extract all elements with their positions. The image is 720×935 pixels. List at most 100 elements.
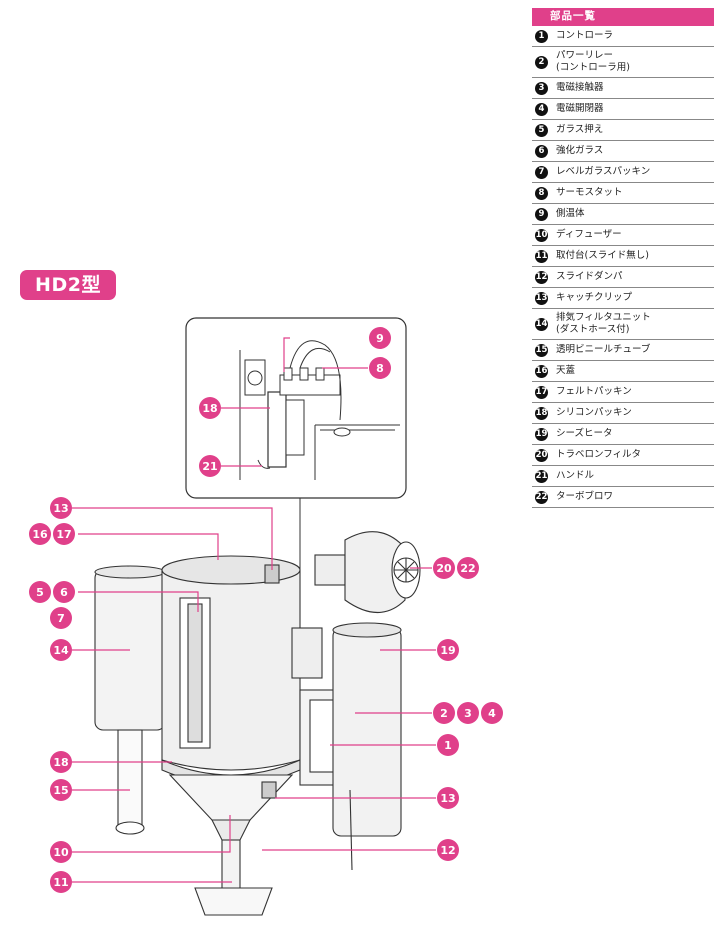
part-number-badge: 10	[535, 228, 548, 242]
svg-text:6: 6	[60, 586, 68, 599]
callout-8: 8	[369, 357, 391, 379]
callout-15: 15	[50, 779, 72, 801]
svg-text:8: 8	[376, 362, 384, 375]
callout-14: 14	[50, 639, 72, 661]
part-label: フェルトパッキン	[556, 386, 632, 398]
part-number-badge: 7	[535, 165, 548, 179]
callout-7: 7	[50, 607, 72, 629]
parts-row: 13 キャッチクリップ	[532, 288, 714, 309]
part-label-main: キャッチクリップ	[556, 292, 633, 303]
part-label-main: フェルトパッキン	[556, 386, 632, 397]
part-label-main: ガラス押え	[556, 124, 604, 135]
part-label-main: スライドダンパ	[556, 271, 623, 282]
callout-21: 21	[199, 455, 221, 477]
part-label: スライドダンパ	[556, 271, 623, 283]
part-number-badge: 1	[535, 29, 548, 43]
callout-20: 20	[433, 557, 455, 579]
part-label-sub: (ダストホース付)	[556, 324, 630, 335]
callout-12: 12	[437, 839, 459, 861]
part-label-main: ハンドル	[556, 470, 595, 481]
part-number-badge: 12	[535, 270, 548, 284]
part-label: 強化ガラス	[556, 145, 603, 157]
part-number-badge: 2	[535, 55, 548, 69]
inset-detail	[185, 317, 407, 499]
parts-row: 11 取付台(スライド無し)	[532, 246, 714, 267]
part-label: ガラス押え	[556, 124, 603, 136]
callout-22: 22	[457, 557, 479, 579]
dryer-machine	[94, 531, 421, 916]
callout-13-bottom: 13	[437, 787, 459, 809]
part-label: トラベロンフィルタ	[556, 449, 641, 461]
part-number-badge: 17	[535, 385, 548, 399]
callout-1: 1	[437, 734, 459, 756]
parts-row: 16 天蓋	[532, 361, 714, 382]
svg-text:11: 11	[53, 876, 68, 889]
callouts: 9 8 18 21 13 16 17 5 6 7 14 18 15 10 11 …	[29, 327, 503, 893]
callout-4: 4	[481, 702, 503, 724]
part-number-badge: 9	[535, 207, 548, 221]
svg-text:18: 18	[53, 756, 68, 769]
model-badge: HD2型	[20, 270, 116, 300]
part-label: レベルガラスパッキン	[556, 166, 650, 178]
part-label: シリコンパッキン	[556, 407, 632, 419]
callout-18: 18	[50, 751, 72, 773]
part-number-badge: 5	[535, 123, 548, 137]
callout-3: 3	[457, 702, 479, 724]
callout-6: 6	[53, 581, 75, 603]
callout-11: 11	[50, 871, 72, 893]
part-label: 天蓋	[556, 365, 575, 377]
part-label: サーモスタット	[556, 187, 623, 199]
parts-row: 20 トラベロンフィルタ	[532, 445, 714, 466]
callout-18-inset: 18	[199, 397, 221, 419]
part-label-main: コントローラ	[556, 30, 614, 41]
part-label-main: 天蓋	[556, 365, 576, 376]
svg-text:15: 15	[53, 784, 68, 797]
leader-lines	[72, 337, 436, 883]
part-number-badge: 22	[535, 490, 548, 504]
callout-5: 5	[29, 581, 51, 603]
part-label: ターボブロワ	[556, 491, 613, 503]
parts-row: 1 コントローラ	[532, 26, 714, 47]
part-label: コントローラ	[556, 30, 613, 42]
part-number-badge: 11	[535, 249, 548, 263]
part-label-main: 強化ガラス	[556, 145, 604, 156]
part-number-badge: 13	[535, 291, 548, 305]
part-label-main: パワーリレー	[556, 50, 614, 61]
parts-row: 22 ターボブロワ	[532, 487, 714, 508]
svg-text:18: 18	[202, 402, 217, 415]
svg-text:13: 13	[53, 502, 68, 515]
parts-row: 12 スライドダンパ	[532, 267, 714, 288]
part-label: キャッチクリップ	[556, 292, 632, 304]
svg-text:5: 5	[36, 586, 44, 599]
callout-10: 10	[50, 841, 72, 863]
part-label: 排気フィルタユニット(ダストホース付)	[556, 312, 651, 336]
svg-text:2: 2	[440, 707, 448, 720]
part-number-badge: 20	[535, 448, 548, 462]
callout-13-top: 13	[50, 497, 72, 519]
part-number-badge: 19	[535, 427, 548, 441]
svg-text:14: 14	[53, 644, 69, 657]
part-number-badge: 16	[535, 364, 548, 378]
part-label-main: トラベロンフィルタ	[556, 449, 642, 460]
svg-text:22: 22	[460, 562, 475, 575]
part-number-badge: 18	[535, 406, 548, 420]
part-label-main: ターボブロワ	[556, 491, 614, 502]
part-label: ハンドル	[556, 470, 594, 482]
part-number-badge: 6	[535, 144, 548, 158]
svg-text:19: 19	[440, 644, 455, 657]
parts-row: 7 レベルガラスパッキン	[532, 162, 714, 183]
svg-text:4: 4	[488, 707, 496, 720]
callout-19: 19	[437, 639, 459, 661]
svg-text:16: 16	[32, 528, 48, 541]
svg-text:12: 12	[440, 844, 455, 857]
part-number-badge: 4	[535, 102, 548, 116]
part-number-badge: 3	[535, 81, 548, 95]
svg-text:17: 17	[56, 528, 71, 541]
part-label-main: 電磁開閉器	[556, 103, 604, 114]
part-label-main: 取付台(スライド無し)	[556, 250, 649, 261]
